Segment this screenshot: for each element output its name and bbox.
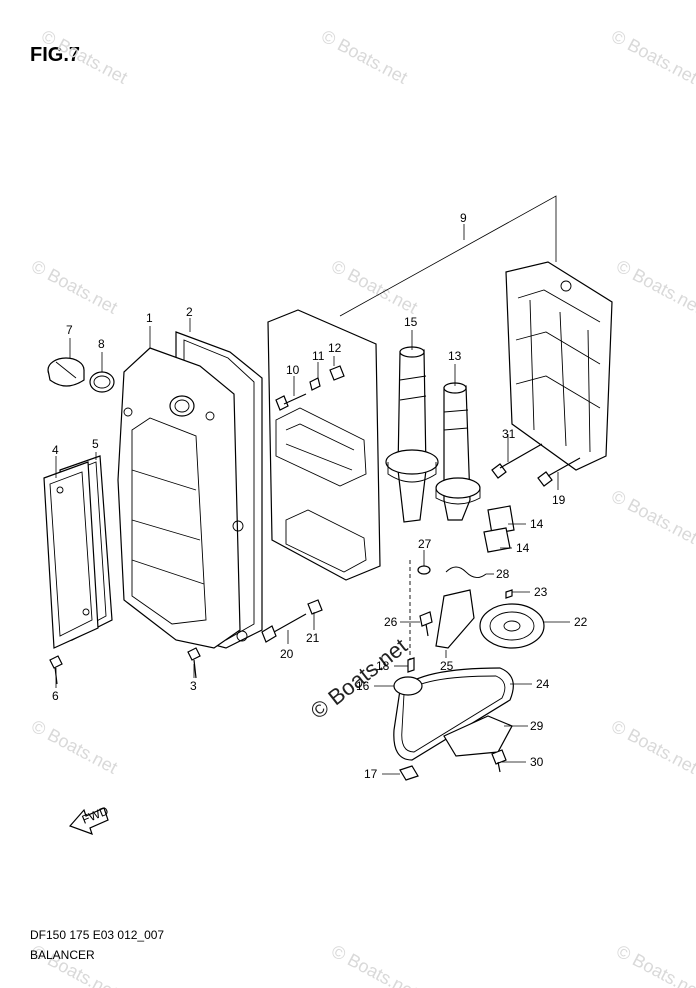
balancer-housing-part-1 bbox=[117, 347, 241, 649]
bolt-part-19 bbox=[537, 457, 581, 487]
dowel-part-12 bbox=[329, 365, 345, 381]
bolt-part-26 bbox=[419, 611, 433, 637]
callout-29: 29 bbox=[530, 719, 544, 733]
sprocket-part-16 bbox=[393, 676, 423, 696]
shaft-15-gear bbox=[385, 449, 439, 475]
watermark: © Boats.net bbox=[318, 26, 411, 88]
callout-26: 26 bbox=[384, 615, 398, 629]
callout-7: 7 bbox=[66, 323, 73, 337]
bolt-part-30 bbox=[491, 749, 507, 773]
watermark: © Boats.net bbox=[28, 716, 121, 778]
side-cover-assembly bbox=[43, 455, 113, 685]
pin-part-23 bbox=[505, 589, 513, 599]
callout-19: 19 bbox=[552, 493, 566, 507]
bearing-cap-assembly bbox=[491, 261, 613, 487]
washer-part-27 bbox=[417, 565, 431, 575]
drawing-code: DF150 175 E03 012_007 bbox=[30, 928, 165, 942]
callout-5: 5 bbox=[92, 437, 99, 451]
bolt-part-3 bbox=[187, 647, 201, 679]
balancer-frame-outline bbox=[267, 309, 381, 581]
tensioner-part-25 bbox=[435, 589, 475, 649]
callout-4: 4 bbox=[52, 443, 59, 457]
bearing-part-14-upper bbox=[487, 505, 515, 535]
watermark: © Boats.net bbox=[608, 716, 696, 778]
dowel-part-21 bbox=[307, 599, 323, 615]
fwd-arrow-icon bbox=[68, 807, 109, 835]
callout-10: 10 bbox=[286, 363, 300, 377]
callout-14: 14 bbox=[516, 541, 530, 555]
callout-8: 8 bbox=[98, 337, 105, 351]
callout-3: 3 bbox=[190, 679, 197, 693]
watermark: © Boats.net bbox=[613, 941, 696, 988]
balancer-shaft-part-15 bbox=[397, 349, 427, 523]
callout-2: 2 bbox=[186, 305, 193, 319]
section-name: BALANCER bbox=[30, 948, 95, 962]
watermark: © Boats.net bbox=[328, 941, 421, 988]
callout-14: 14 bbox=[530, 517, 544, 531]
chain-drive-assembly bbox=[393, 560, 545, 781]
watermark: © Boats.net bbox=[38, 26, 131, 88]
fwd-arrow: FWD bbox=[68, 803, 111, 835]
callout-18: 18 bbox=[376, 659, 390, 673]
callout-23: 23 bbox=[534, 585, 548, 599]
washer-part-11 bbox=[309, 377, 321, 391]
bearing-cap-part-9 bbox=[505, 261, 613, 471]
callout-21: 21 bbox=[306, 631, 320, 645]
figure-title: FIG.7 bbox=[30, 44, 81, 66]
chain-guide-part-29 bbox=[443, 715, 513, 757]
callout-numbers: 1 2 3 4 5 6 7 8 9 10 11 12 13 14 14 15 1… bbox=[52, 211, 588, 781]
callout-13: 13 bbox=[448, 349, 462, 363]
callout-6: 6 bbox=[52, 689, 59, 703]
leader-lines bbox=[55, 195, 570, 775]
callout-15: 15 bbox=[404, 315, 418, 329]
callout-25: 25 bbox=[440, 659, 454, 673]
callout-16: 16 bbox=[356, 679, 370, 693]
balancer-shaft-part-13 bbox=[443, 385, 471, 521]
callout-17: 17 bbox=[364, 767, 378, 781]
balancer-shafts bbox=[385, 346, 515, 553]
watermark: © Boats.net bbox=[328, 256, 421, 318]
balancer-frame bbox=[261, 309, 381, 643]
pin-part-18 bbox=[407, 657, 415, 673]
shaft-13-gear bbox=[435, 477, 481, 499]
watermark: © Boats.net bbox=[608, 26, 696, 88]
callout-12: 12 bbox=[328, 341, 342, 355]
callout-20: 20 bbox=[280, 647, 294, 661]
callout-28: 28 bbox=[496, 567, 510, 581]
bolt-part-31 bbox=[491, 443, 543, 479]
bearing-part-14-lower bbox=[483, 527, 511, 553]
bolt-part-20 bbox=[261, 613, 307, 643]
watermark: © Boats.net bbox=[28, 256, 121, 318]
callout-27: 27 bbox=[418, 537, 432, 551]
watermark: © Boats.net bbox=[613, 256, 696, 318]
callout-31: 31 bbox=[502, 427, 516, 441]
callout-30: 30 bbox=[530, 755, 544, 769]
balancer-housing-assembly bbox=[117, 331, 263, 679]
callout-22: 22 bbox=[574, 615, 588, 629]
callout-1: 1 bbox=[146, 311, 153, 325]
cover-plate-part-4 bbox=[43, 461, 99, 649]
callout-9: 9 bbox=[460, 211, 467, 225]
spring-part-28 bbox=[445, 566, 487, 578]
gear-part-22 bbox=[479, 603, 545, 649]
nut-part-17 bbox=[399, 765, 419, 781]
bolt-part-10 bbox=[275, 393, 307, 411]
callout-11: 11 bbox=[312, 349, 325, 363]
callout-24: 24 bbox=[536, 677, 550, 691]
watermark: © Boats.net bbox=[608, 486, 696, 548]
chain-part-24 bbox=[393, 667, 514, 761]
oil-cap-assembly bbox=[47, 357, 115, 393]
